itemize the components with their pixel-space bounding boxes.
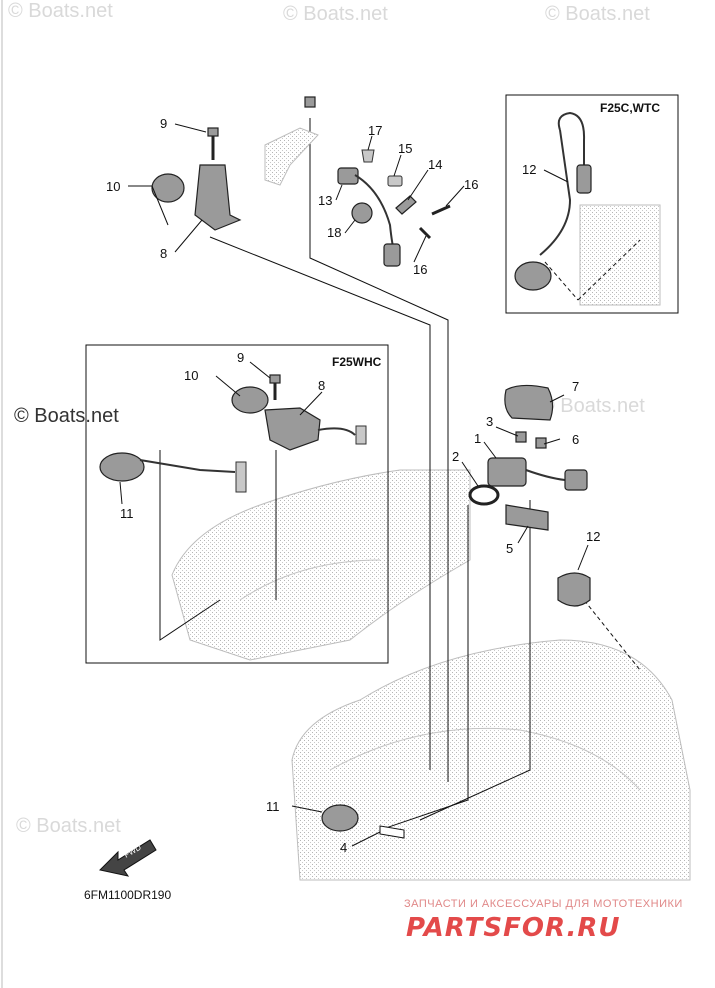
grommet-18 (351, 202, 373, 224)
sensor-11-box (99, 452, 145, 482)
cap-11 (321, 804, 359, 832)
callout-5: 5 (506, 541, 513, 556)
routing-lines (159, 118, 641, 831)
callout-11-box: 11 (120, 506, 134, 521)
callout-13: 13 (318, 193, 332, 208)
inset-box-f25c-wtc: F25C,WTC (505, 94, 679, 314)
connector-13 (383, 243, 401, 267)
bracket-8-box (264, 407, 321, 451)
clip-15 (387, 175, 403, 187)
top-part-cluster (151, 96, 451, 267)
shop-logo: PARTSFOR.RU (406, 913, 620, 943)
callout-16-a: 16 (464, 177, 478, 192)
watermark-bottom-left: © Boats.net (16, 815, 121, 837)
callout-11: 11 (266, 799, 280, 814)
screw-16-a (431, 204, 451, 216)
callout-15: 15 (398, 141, 412, 156)
callout-14: 14 (428, 157, 442, 172)
callout-16-b: 16 (413, 262, 427, 277)
callout-12: 12 (586, 529, 600, 544)
callout-12-inset: 12 (522, 162, 536, 177)
bracket-8 (194, 164, 242, 231)
fuse-holder-14 (395, 195, 417, 215)
callout-7: 7 (572, 379, 579, 394)
clamp-10 (151, 173, 185, 203)
cap-17 (361, 149, 375, 163)
fwd-arrow-icon: FWD (98, 839, 157, 877)
grommet-12 (557, 572, 591, 607)
watermark-top-left: © Boats.net (8, 0, 113, 22)
diagram-code: 6FM1100DR190 (84, 888, 171, 902)
bolt-top (304, 96, 316, 108)
bolt-9 (207, 127, 219, 137)
watermark-middle-left: © Boats.net (14, 405, 119, 427)
callout-18: 18 (327, 225, 341, 240)
label-4 (379, 825, 405, 839)
callout-9: 9 (160, 116, 167, 131)
callout-numbers: 9 10 8 17 15 14 16 13 18 16 12 9 10 8 11… (106, 116, 600, 855)
callout-8: 8 (160, 246, 167, 261)
callout-10-box: 10 (184, 368, 198, 383)
callout-8-box: 8 (318, 378, 325, 393)
callout-1: 1 (474, 431, 481, 446)
callout-17: 17 (368, 123, 382, 138)
clamp-10-box (231, 386, 269, 414)
grommet-12-inset (514, 261, 552, 291)
bolt-9-box (269, 374, 281, 384)
callout-3: 3 (486, 414, 493, 429)
inset-box-f25whc: F25WHC (85, 344, 389, 664)
gasket-2 (468, 484, 500, 506)
connector-12-inset (576, 164, 592, 194)
watermark-top-center: © Boats.net (283, 3, 388, 25)
cowling-ghost (171, 469, 691, 881)
bolt-3 (515, 431, 527, 443)
screw-16-b (418, 226, 432, 240)
inset-label-f25whc: F25WHC (332, 355, 382, 369)
plate-5 (505, 504, 549, 531)
callout-10: 10 (106, 179, 120, 194)
callout-9-box: 9 (237, 350, 244, 365)
f25whc-parts (99, 374, 367, 493)
switch-1 (487, 457, 527, 487)
leader-lines (119, 123, 589, 847)
watermark-top-right: © Boats.net (545, 3, 650, 25)
shop-caption: ЗАПЧАСТИ И АКСЕССУАРЫ ДЛЯ МОТОТЕХНИКИ (404, 898, 683, 910)
callout-2: 2 (452, 449, 459, 464)
callout-4: 4 (340, 840, 347, 855)
bolt-6 (535, 437, 547, 449)
right-part-cluster (321, 384, 591, 839)
connector-1 (564, 469, 588, 491)
watermark-middle-right: © Boats.net (540, 395, 645, 417)
callout-6: 6 (572, 432, 579, 447)
inset-label-f25c-wtc: F25C,WTC (600, 101, 660, 115)
holder-7 (504, 384, 554, 421)
